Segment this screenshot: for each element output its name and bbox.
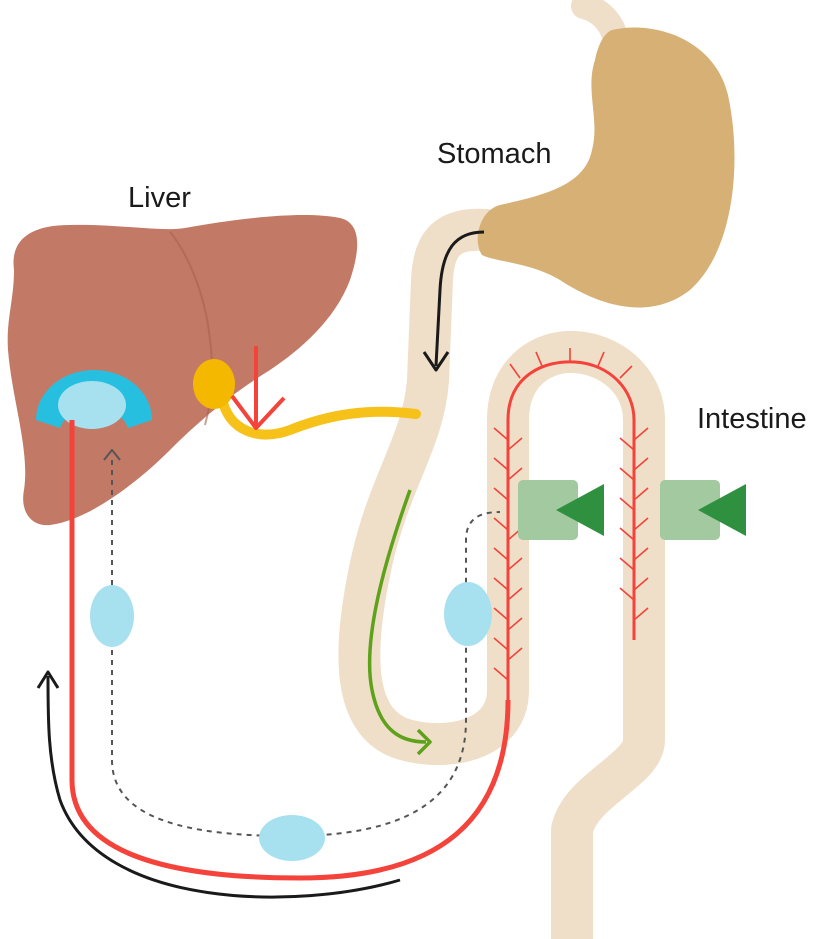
bile-acid-carrier-intestine xyxy=(444,582,492,646)
transporter-icon xyxy=(518,480,604,540)
liver-icon xyxy=(7,215,358,526)
digestion-arrowhead xyxy=(416,728,432,756)
bile-acid-carrier-left xyxy=(90,585,134,647)
bile-acid-carrier-bottom xyxy=(259,815,325,861)
circulation-arrowhead xyxy=(36,670,60,689)
food-flow-arrow xyxy=(434,230,485,367)
recirculation-path xyxy=(111,460,501,838)
stomach-label: Stomach xyxy=(437,138,552,170)
mesenteric-vessel xyxy=(506,360,636,700)
transporter-icon-2 xyxy=(660,480,746,540)
bile-acid-carrier-liver xyxy=(58,381,126,429)
food-flow-arrowhead xyxy=(422,351,450,372)
liver-label: Liver xyxy=(128,182,191,214)
stomach-icon xyxy=(477,27,735,308)
circulation-arrow xyxy=(46,675,401,899)
intestine-label: Intestine xyxy=(697,403,807,435)
bile-duct xyxy=(217,393,421,440)
digestion-arrow xyxy=(367,489,427,744)
recirculation-arrowhead xyxy=(103,449,121,461)
bile-flow-arrowhead xyxy=(230,394,286,430)
gallbladder-icon xyxy=(193,359,235,409)
portal-vein xyxy=(69,420,511,881)
intestine-icon xyxy=(338,208,665,939)
vessel-branches xyxy=(493,348,649,681)
